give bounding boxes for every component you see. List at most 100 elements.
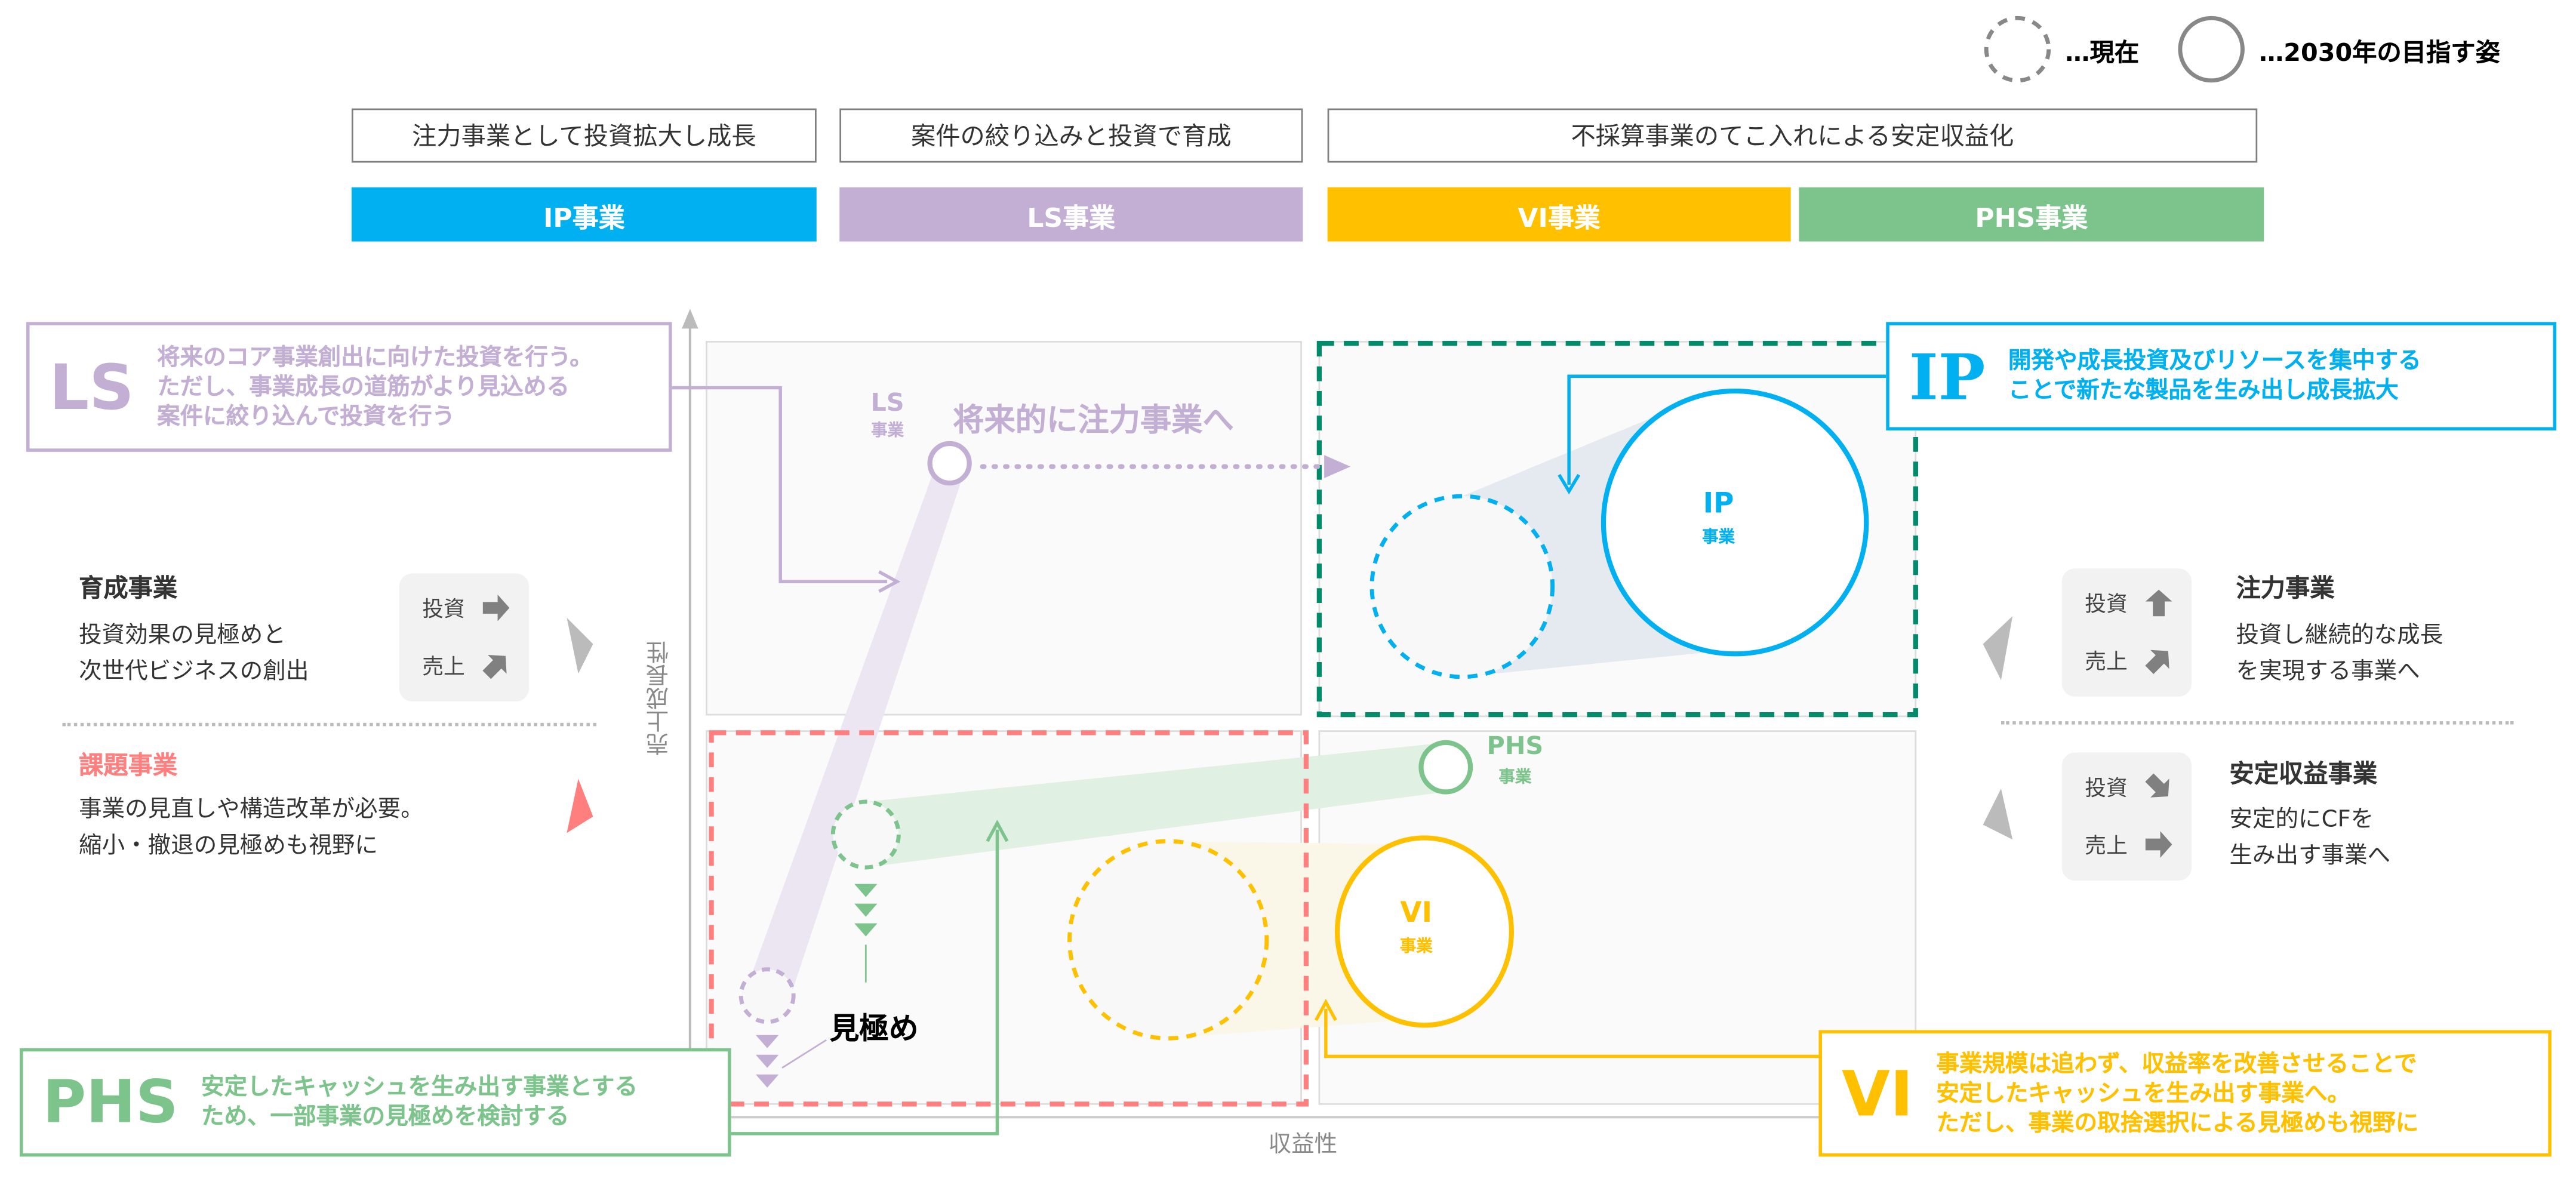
issue-description: 事業の見直しや構造改革が必要。縮小・撤退の見極めも視野に — [79, 792, 424, 864]
ip-bubble-label: IP 事業 — [1702, 490, 1735, 553]
phs-decline-triangles — [854, 884, 878, 937]
ip-callout-line: 開発や成長投資及びリソースを集中する — [2008, 348, 2421, 375]
phs-band — [866, 742, 1446, 868]
focus-title: 注力事業 — [2236, 573, 2335, 603]
phs-callout-abbr: PHS — [42, 1069, 178, 1137]
stable-line: 生み出す事業へ — [2229, 842, 2391, 869]
left-divider — [62, 722, 596, 727]
phs-bubble-label: PHS 事業 — [1486, 731, 1544, 792]
stable-title: 安定収益事業 — [2229, 759, 2378, 789]
y-axis-label: 売上成長性 — [645, 641, 672, 756]
arrow-up-right-icon — [2145, 649, 2169, 673]
ls-callout-text: 将来のコア事業創出に向けた投資を行う。ただし、事業成長の道筋がより見込める案件に… — [157, 343, 593, 432]
ip-callout-text: 開発や成長投資及びリソースを集中することで新たな製品を生み出し成長拡大 — [2008, 347, 2421, 406]
ip-callout: IP 開発や成長投資及びリソースを集中することで新たな製品を生み出し成長拡大 — [1886, 322, 2557, 431]
quadrant-top-left — [705, 341, 1302, 716]
x-axis-label: 収益性 — [1268, 1132, 1338, 1159]
vi-name: VI — [1400, 897, 1433, 930]
ls-decline-triangles — [755, 1035, 779, 1088]
vi-callout-line: 事業規模は追わず、収益率を改善させることで — [1936, 1050, 2417, 1077]
growth-line: 投資効果の見極めと — [79, 623, 286, 650]
legend-target-icon — [2178, 16, 2245, 83]
phs-callout-connector — [731, 829, 999, 1135]
phs-name: PHS — [1486, 731, 1544, 761]
focus-line: 投資し継続的な成長 — [2236, 623, 2443, 650]
growth-line: 次世代ビジネスの創出 — [79, 658, 309, 685]
ip-current-bubble — [1369, 494, 1555, 679]
phs-target-bubble — [1418, 740, 1473, 795]
ip-callout-line: ことで新たな製品を生み出し成長拡大 — [2008, 377, 2399, 404]
strategy-ls: 案件の絞り込みと投資で育成 — [839, 108, 1303, 163]
vi-callout-text: 事業規模は追わず、収益率を改善させることで安定したキャッシュを生み出す事業へ。た… — [1936, 1049, 2418, 1138]
vi-callout-line: ただし、事業の取捨選択による見極めも視野に — [1936, 1109, 2419, 1137]
phs-sub: 事業 — [1498, 768, 1532, 787]
ls-current-bubble — [738, 967, 796, 1024]
focus-zone-box — [1316, 341, 1918, 718]
issue-line: 縮小・撤退の見極めも視野に — [79, 833, 378, 860]
invest-label: 投資 — [422, 598, 465, 623]
growth-title: 育成事業 — [79, 573, 178, 603]
stable-pointer-icon — [1983, 788, 2013, 840]
segment-bar-phs: PHS事業 — [1799, 187, 2264, 242]
ls-callout-abbr: LS — [49, 350, 134, 423]
ls-callout: LS 将来のコア事業創出に向けた投資を行う。ただし、事業成長の道筋がより見込める… — [26, 322, 672, 452]
invest-label: 投資 — [2085, 777, 2128, 802]
ip-callout-abbr: IP — [1909, 339, 1986, 414]
ip-name: IP — [1703, 488, 1734, 521]
issue-title: 課題事業 — [79, 750, 178, 781]
phs-callout-line: 安定したキャッシュを生み出す事業とする — [201, 1074, 638, 1101]
ls-sub: 事業 — [871, 422, 904, 441]
ip-target-bubble — [1601, 388, 1869, 657]
phs-connector-arrowhead — [986, 820, 1009, 842]
sales-label: 売上 — [2085, 835, 2128, 860]
issue-pointer-icon — [567, 778, 593, 833]
ls-evaluate-line — [781, 1039, 827, 1069]
ls-callout-line: ただし、事業成長の道筋がより見込める — [157, 374, 570, 401]
arrow-down-right-icon — [2145, 773, 2169, 797]
ls-band — [747, 463, 967, 1002]
ip-sub: 事業 — [1702, 529, 1735, 547]
legend-current-icon — [1984, 16, 2051, 83]
focus-line: を実現する事業へ — [2236, 658, 2420, 685]
stable-description: 安定的にCFを生み出す事業へ — [2229, 802, 2390, 874]
issue-line: 事業の見直しや構造改革が必要。 — [79, 796, 424, 823]
vi-current-bubble — [1067, 839, 1269, 1041]
right-divider — [2001, 721, 2514, 725]
growth-indicator-box: 投資 売上 — [399, 573, 530, 702]
sales-label: 売上 — [2085, 650, 2128, 676]
focus-indicator-box: 投資 売上 — [2061, 568, 2192, 697]
strategy-vi-phs: 不採算事業のてこ入れによる安定収益化 — [1327, 108, 2258, 163]
segment-bar-ls: LS事業 — [839, 187, 1303, 242]
arrow-right-icon — [2145, 830, 2172, 857]
segment-bar-vi: VI事業 — [1327, 187, 1791, 242]
ls-callout-connector — [672, 386, 888, 583]
ls-future-arrowhead — [1324, 455, 1351, 478]
evaluate-label: 見極め — [829, 1012, 919, 1047]
arrow-up-right-icon — [482, 654, 507, 678]
focus-pointer-icon — [1983, 616, 2013, 681]
stable-line: 安定的にCFを — [2229, 807, 2374, 833]
arrow-right-icon — [482, 593, 510, 621]
issue-zone-box — [709, 730, 1309, 1107]
vi-callout-abbr: VI — [1841, 1057, 1913, 1130]
invest-label: 投資 — [2085, 593, 2128, 618]
growth-pointer-icon — [567, 617, 593, 674]
strategy-ip: 注力事業として投資拡大し成長 — [351, 108, 817, 163]
y-axis-arrowhead — [682, 309, 698, 329]
ls-target-bubble — [927, 441, 972, 486]
ls-callout-line: 将来のコア事業創出に向けた投資を行う。 — [157, 344, 593, 371]
phs-callout-text: 安定したキャッシュを生み出す事業とするため、一部事業の見極めを検討する — [201, 1073, 638, 1132]
ip-connector-arrowhead — [1558, 473, 1581, 495]
growth-description: 投資効果の見極めと次世代ビジネスの創出 — [79, 618, 309, 690]
phs-callout-line: ため、一部事業の見極めを検討する — [201, 1104, 570, 1131]
legend-target-label: …2030年の目指す姿 — [2259, 38, 2500, 67]
stable-indicator-box: 投資 売上 — [2061, 752, 2192, 881]
vi-target-bubble — [1335, 835, 1514, 1028]
phs-current-bubble — [830, 799, 901, 870]
arrow-up-icon — [2145, 589, 2172, 615]
legend-current-label: …現在 — [2065, 38, 2140, 67]
